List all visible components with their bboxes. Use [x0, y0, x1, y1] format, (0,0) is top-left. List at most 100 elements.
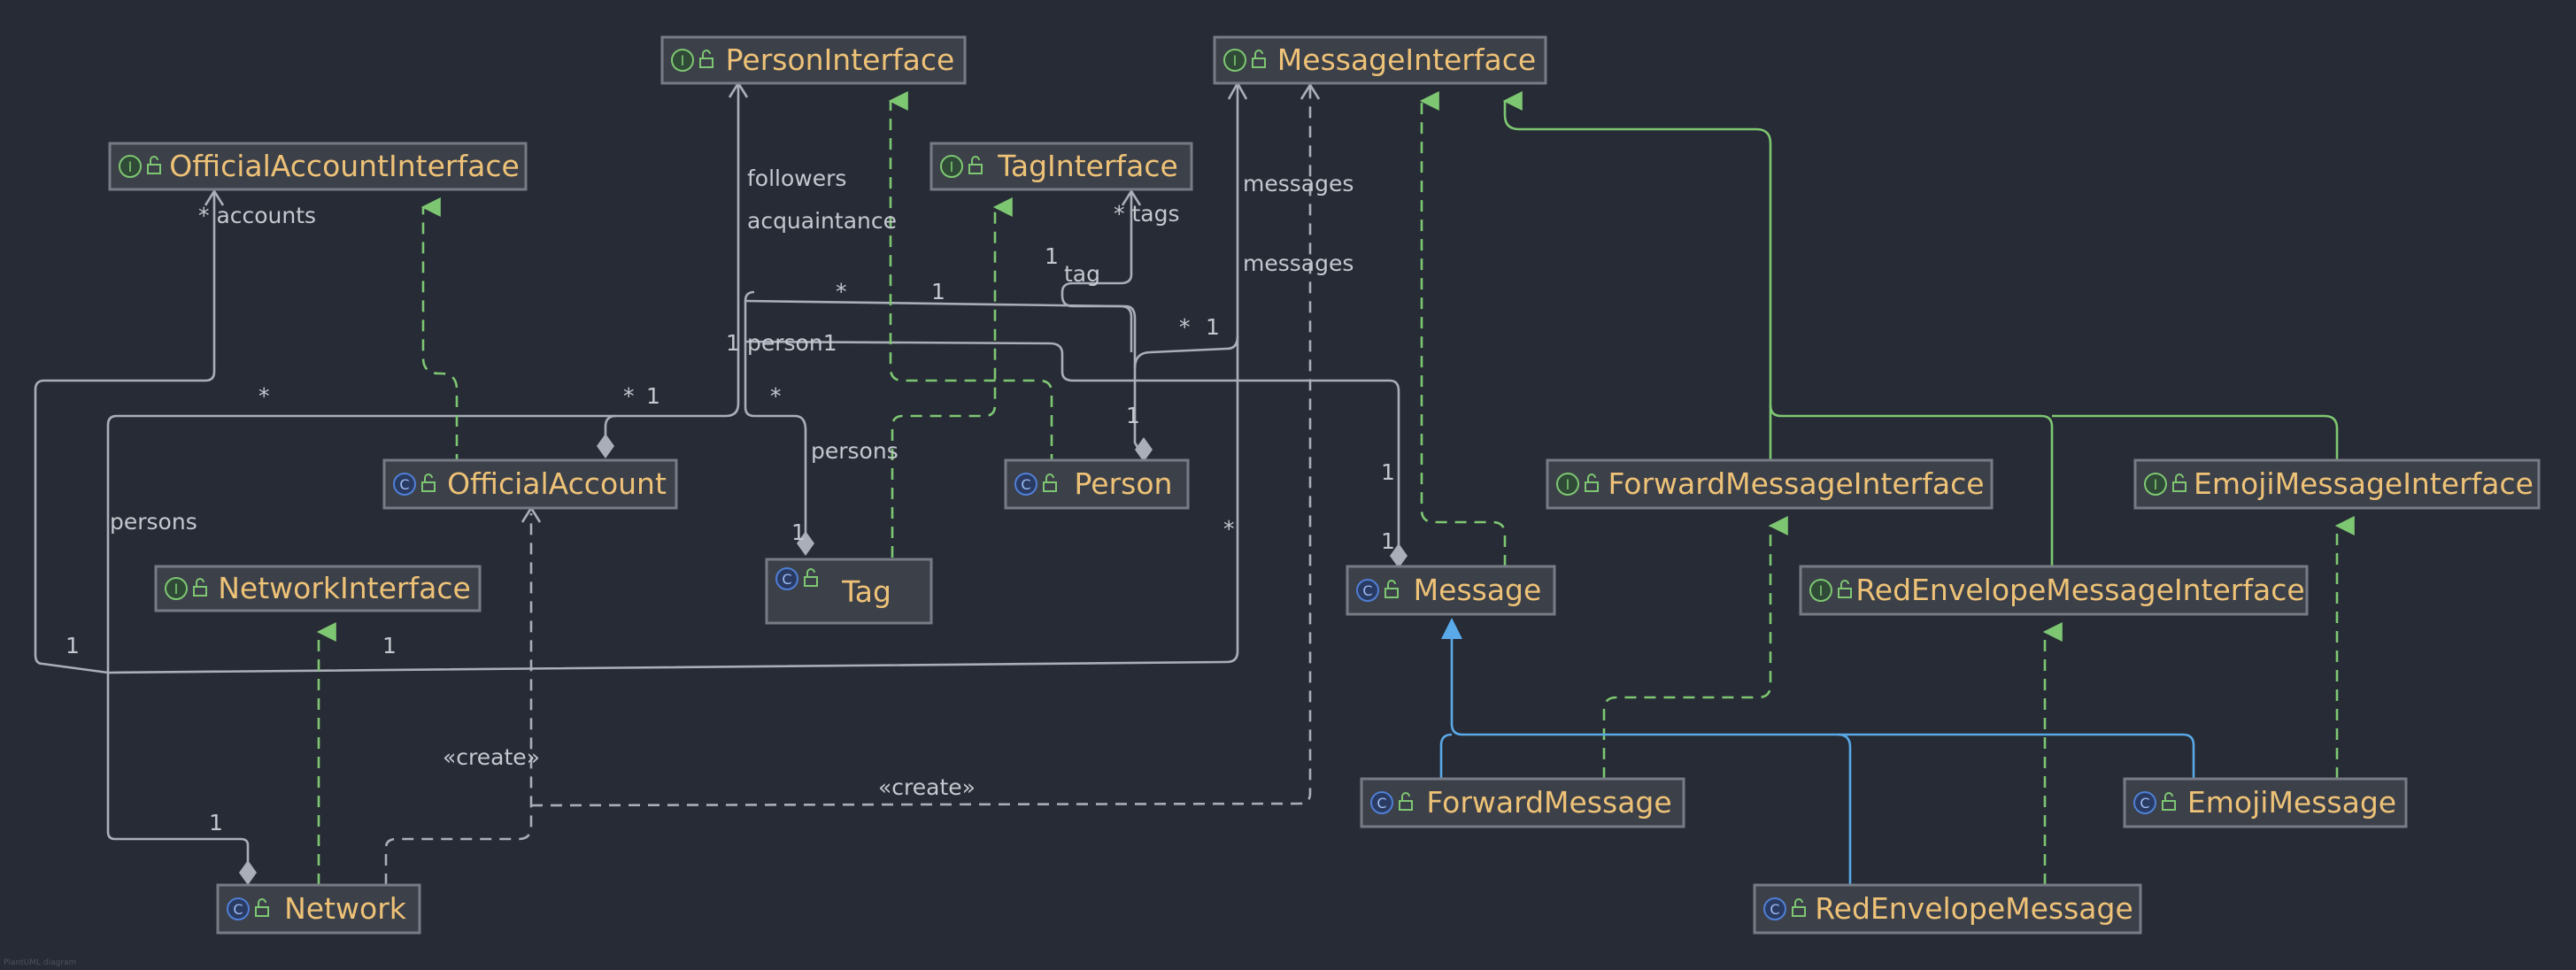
node-name: ForwardMessageInterface — [1608, 466, 1984, 501]
create-message — [530, 85, 1312, 807]
public-visibility-icon — [1838, 580, 1852, 598]
public-visibility-icon — [147, 156, 161, 174]
generalize-redenvelope — [1837, 733, 1852, 885]
label-create-oa: «create» — [443, 744, 540, 770]
node-name: EmojiMessage — [2187, 785, 2396, 820]
node-name: TagInterface — [997, 149, 1178, 183]
node-emoji-message[interactable]: C EmojiMessage — [2123, 777, 2408, 828]
class-icon — [1370, 791, 1393, 814]
node-tag[interactable]: C Tag — [765, 558, 933, 625]
label-create-msg: «create» — [878, 774, 976, 800]
label-mult: * — [836, 279, 847, 304]
public-visibility-icon — [255, 898, 269, 917]
arrow-open-tags — [1121, 189, 1142, 206]
generalize-forwardmessage — [1439, 733, 1453, 779]
label-messages-2: messages — [1243, 250, 1354, 276]
interface-icon — [119, 155, 142, 178]
kind-letter-icon: I — [681, 52, 685, 69]
node-name: PersonInterface — [726, 42, 955, 77]
label-mult: 1 — [1381, 459, 1395, 485]
node-box — [1213, 35, 1547, 85]
kind-letter-icon: C — [782, 571, 791, 588]
node-box — [216, 883, 421, 935]
label-mult: * — [1223, 516, 1235, 542]
label-mult: 1 — [1206, 314, 1220, 340]
node-person-interface[interactable]: I PersonInterface — [660, 35, 967, 85]
label-tag-mult: 1 — [1045, 243, 1059, 269]
label-mult: 1 — [66, 633, 80, 658]
node-name: Message — [1414, 573, 1542, 607]
label-accounts: * accounts — [198, 203, 316, 228]
kind-letter-icon: C — [2140, 795, 2149, 812]
edges — [34, 81, 2355, 885]
label-acquaintance: acquaintance — [747, 208, 897, 234]
label-mult: 1 — [726, 330, 740, 356]
public-visibility-icon — [1585, 473, 1599, 492]
label-mult: 1 — [1126, 403, 1140, 428]
label-tag: tag — [1064, 261, 1100, 287]
class-icon — [1763, 897, 1786, 920]
realize-tag — [891, 197, 1013, 558]
label-persons-net: persons — [110, 509, 197, 535]
generalization-arrow — [1441, 618, 1462, 639]
interface-icon — [671, 49, 694, 72]
label-mult: 1 — [209, 810, 223, 835]
node-name: OfficialAccountInterface — [169, 149, 520, 183]
composition-diamond-officialaccount — [597, 434, 614, 458]
node-box — [382, 458, 678, 510]
node-name: Person — [1075, 466, 1173, 501]
kind-letter-icon: C — [233, 901, 243, 918]
node-name: Tag — [841, 574, 891, 609]
label-mult: 1 — [382, 633, 397, 658]
composition-diamond-tag — [797, 531, 814, 556]
edge-message-person1 — [744, 340, 1400, 554]
node-name: MessageInterface — [1277, 42, 1536, 77]
interface-icon — [1556, 473, 1579, 496]
kind-letter-icon: I — [2154, 476, 2158, 493]
composition-diamond-network — [239, 860, 257, 885]
class-icon — [227, 897, 250, 920]
kind-letter-icon: I — [950, 158, 954, 175]
node-tag-interface[interactable]: I TagInterface — [929, 142, 1193, 191]
label-mult: 1 — [1381, 528, 1395, 554]
public-visibility-icon — [804, 568, 818, 587]
kind-letter-icon: C — [1770, 901, 1779, 918]
extend-forward — [1502, 91, 1772, 460]
edge-person-messages — [1133, 335, 1239, 369]
edge-person-tags — [1060, 191, 1145, 459]
class-icon — [2133, 791, 2156, 814]
label-person1: person1 — [747, 330, 837, 356]
label-tags: * tags — [1114, 201, 1179, 227]
node-name: RedEnvelopeMessageInterface — [1855, 573, 2304, 607]
label-followers: followers — [747, 166, 846, 191]
label-mult: * — [770, 383, 782, 409]
edge-network-accounts — [34, 193, 216, 674]
node-box — [2123, 777, 2408, 828]
class-icon — [775, 567, 798, 590]
node-box — [154, 565, 482, 612]
node-red-envelope-message-interface[interactable]: I RedEnvelopeMessageInterface — [1799, 565, 2309, 616]
public-visibility-icon — [1399, 792, 1413, 811]
node-network[interactable]: C Network — [216, 883, 421, 935]
edge-officialaccount-followers — [604, 414, 617, 443]
edge-network-persons — [106, 81, 740, 885]
extend-redenvelope — [1769, 404, 2054, 566]
node-name: Network — [284, 891, 407, 926]
label-mult: 1 — [646, 383, 660, 409]
kind-letter-icon: I — [1819, 582, 1824, 599]
label-persons-tag: persons — [811, 438, 899, 464]
kind-letter-icon: C — [399, 476, 409, 493]
public-visibility-icon — [1384, 580, 1399, 598]
public-visibility-icon — [2162, 792, 2176, 811]
